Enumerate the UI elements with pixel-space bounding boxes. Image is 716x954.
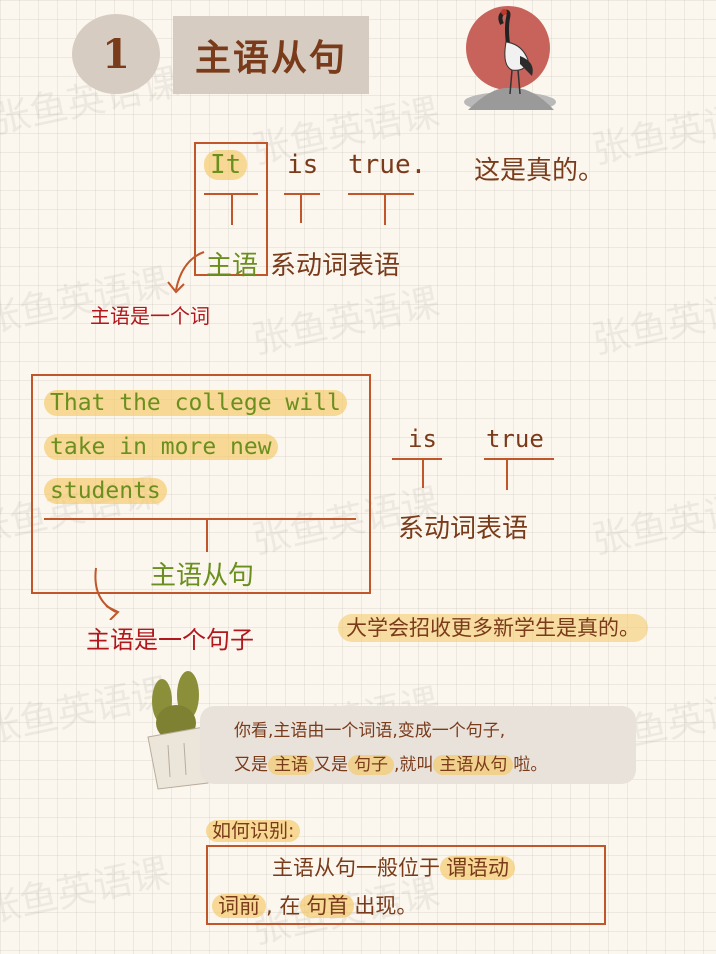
watermark: 张鱼英语课 xyxy=(588,479,716,563)
subject-box xyxy=(194,142,268,276)
label-subject-clause: 主语从句 xyxy=(150,561,255,591)
watermark: 张鱼英语课 xyxy=(0,259,174,343)
clause-line-3: students xyxy=(44,478,167,504)
watermark: 张鱼英语课 xyxy=(248,279,444,363)
identify-heading: 如何识别: xyxy=(206,816,301,843)
watermark: 张鱼英语课 xyxy=(0,849,174,933)
label-copula-predicative: 系动词表语 xyxy=(270,251,401,281)
crane-illustration xyxy=(462,4,558,112)
word-it: It xyxy=(204,150,248,180)
translation-1: 这是真的。 xyxy=(474,156,605,186)
identify-line-1: 主语从句一般位于谓语动 xyxy=(272,852,515,882)
section-title-box: 主语从句 xyxy=(173,16,369,94)
section-title: 主语从句 xyxy=(194,38,347,79)
word-true-2: true xyxy=(486,425,544,453)
bubble-line-1: 你看,主语由一个词语,变成一个句子, xyxy=(234,721,506,741)
arrow-icon xyxy=(94,567,120,620)
crane-icon xyxy=(464,6,556,112)
cactus-icon xyxy=(147,671,209,790)
translation-2: 大学会招收更多新学生是真的。 xyxy=(338,612,648,642)
arrow-icon xyxy=(167,251,205,294)
section-number: 1 xyxy=(102,30,130,78)
note-2: 主语是一个句子 xyxy=(86,626,254,654)
cactus-illustration xyxy=(138,665,216,793)
word-is: is xyxy=(287,150,319,180)
clause-line-1: That the college will xyxy=(44,390,347,416)
label-subject: 主语 xyxy=(206,251,259,281)
watermark: 张鱼英语课 xyxy=(588,89,716,173)
identify-box xyxy=(206,845,606,925)
bubble-line-2: 又是主语又是句子,就叫主语从句啦。 xyxy=(234,755,548,775)
identify-line-2: 词前, 在句首出现。 xyxy=(212,890,417,920)
label-copula-predicative-2: 系动词表语 xyxy=(398,514,529,544)
clause-box xyxy=(31,374,371,594)
section-number-badge: 1 xyxy=(72,14,160,94)
watermark: 张鱼英语课 xyxy=(588,279,716,363)
word-is-2: is xyxy=(408,425,437,453)
note-1: 主语是一个词 xyxy=(90,304,210,328)
word-true: true. xyxy=(348,150,427,180)
clause-line-2: take in more new xyxy=(44,434,278,460)
